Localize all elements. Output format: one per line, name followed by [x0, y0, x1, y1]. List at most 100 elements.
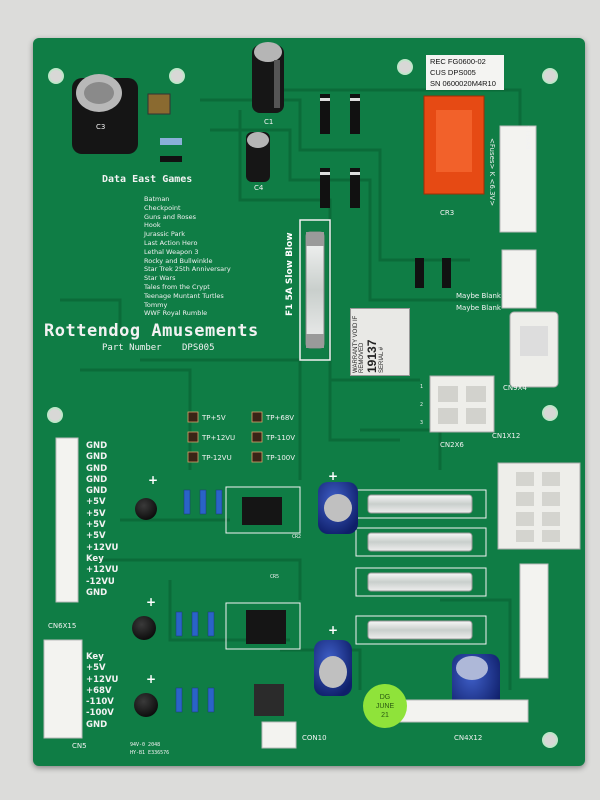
cr3-label: CR3	[440, 209, 455, 217]
cn5-pin-5: -100V	[86, 708, 114, 719]
cn6-pin-0: GND	[86, 441, 108, 451]
connector-upper-right	[501, 249, 537, 309]
game-title-3: Hook	[144, 221, 161, 230]
game-title-13: WWF Royal Rumble	[144, 309, 208, 318]
cn6-pin-9: +12VU	[86, 542, 119, 553]
part-number-label: Part Number	[102, 343, 162, 353]
capacitor-c4	[246, 132, 270, 182]
test-points	[187, 411, 263, 463]
maybe-blank-2: Maybe Blank	[456, 304, 501, 312]
cn6-pin-7: +5V	[86, 520, 106, 531]
game-title-7: Rocky and Bullwinkle	[144, 256, 213, 265]
game-title-2: Guns and Roses	[144, 212, 196, 221]
small-capacitors	[132, 498, 158, 717]
svg-text:+: +	[328, 469, 338, 483]
cn2-pin-1: 1	[420, 384, 424, 390]
fuses-note: <Fuses> K <6.3V>	[488, 138, 496, 207]
svg-text:+: +	[146, 595, 156, 609]
cn6-pin-11: +12VU	[86, 565, 119, 576]
cn5-pin-0: Key	[86, 652, 104, 662]
cn2-pin-2: 2	[420, 402, 424, 408]
cn8-connector	[499, 125, 537, 233]
cn4-header	[397, 699, 529, 723]
capacitor-c3	[72, 74, 138, 154]
cn6-pin-8: +5V	[86, 531, 106, 542]
warranty-serial: 19137	[365, 339, 379, 373]
c4-label: C4	[254, 184, 264, 192]
game-title-4: Jurassic Park	[144, 230, 185, 239]
game-title-0: Batman	[144, 195, 170, 203]
cn6-pin-13: GND	[86, 587, 108, 598]
warranty-text: WARRANTY VOID IF REMOVED	[353, 315, 365, 373]
capacitor-blue-2	[314, 640, 352, 696]
diode	[160, 156, 182, 162]
cr5-label: CR5	[270, 574, 280, 580]
cn5-label: CN5	[72, 742, 87, 750]
cn5-header	[43, 639, 83, 739]
cn6-header	[55, 437, 79, 603]
rectifier-diodes	[320, 94, 451, 288]
cn6-pin-12: -12VU	[86, 576, 115, 587]
game-title-9: Star Wars	[144, 274, 176, 283]
tp68-label: TP+68V	[266, 414, 295, 422]
polarity-marks: +++++	[146, 469, 338, 686]
cn5-pin-4: -110V	[86, 697, 114, 708]
date-line-3: 21	[381, 711, 389, 719]
game-title-5: Last Action Hero	[144, 238, 198, 247]
fuse-label: F1 5A Slow Blow	[285, 232, 295, 316]
serial-text: SERIAL #	[379, 346, 385, 373]
tp100-label: TP-100V	[266, 454, 296, 462]
cn2-pin-3: 3	[420, 420, 424, 426]
maker-text: Data East Games	[102, 174, 193, 185]
cn6-label: CN6X15	[48, 622, 77, 630]
game-title-10: Tales from the Crypt	[144, 282, 210, 291]
cn6-pin-5: +5V	[86, 497, 106, 508]
cr2-label: CR2	[292, 534, 302, 540]
tp5-label: TP+5V	[202, 414, 226, 422]
cn6-pin-10: Key	[86, 553, 104, 564]
c3-label: C3	[96, 123, 106, 131]
cn1-connector	[497, 462, 581, 550]
date-line-1: DG	[379, 693, 391, 701]
cn9-label: CN9X4	[503, 384, 527, 392]
game-title-11: Teenage Muntant Turtles	[144, 291, 224, 300]
cn5-pin-3: +68V	[86, 685, 112, 696]
label-rec: REC FG0600-02	[430, 57, 486, 66]
capacitor-c1	[252, 42, 284, 113]
resistor	[160, 138, 182, 145]
game-title-6: Lethal Weapon 3	[144, 247, 199, 256]
game-title-12: Tommy	[144, 300, 168, 309]
cn6-pin-3: GND	[86, 474, 108, 485]
cn1-label: CN1X12	[492, 432, 521, 440]
main-fuse	[305, 231, 325, 349]
cn6-pin-6: +5V	[86, 508, 106, 519]
cn5-pin-1: +5V	[86, 663, 106, 674]
label-sn: SN 0600020M4R10	[430, 79, 496, 88]
brand-title: Rottendog Amusements	[44, 321, 259, 341]
cn4-label: CN4X12	[454, 734, 483, 742]
maybe-blank-1: Maybe Blank	[456, 292, 501, 300]
date-line-2: JUNE	[375, 702, 395, 710]
warranty-sticker: WARRANTY VOID IF REMOVED 19137 SERIAL #	[350, 308, 410, 376]
regulators	[225, 486, 301, 716]
capacitor-blue-1	[318, 482, 358, 534]
svg-text:+: +	[146, 672, 156, 686]
game-title-8: Star Trek 25th Anniversary	[144, 265, 231, 274]
cn2-label: CN2X6	[440, 441, 464, 449]
cn5-pin-2: +12VU	[86, 674, 119, 685]
cn6-pin-1: GND	[86, 452, 108, 463]
cn6-pin-4: GND	[86, 486, 108, 497]
side-header	[519, 563, 549, 679]
con10-connector	[261, 721, 297, 749]
resistors	[175, 489, 223, 713]
tpm12-label: TP-12VU	[202, 454, 232, 462]
svg-text:+: +	[328, 623, 338, 637]
production-label: REC FG0600-02 CUS DPS005 SN 0600020M4R10	[426, 55, 504, 90]
diode-bands	[320, 98, 360, 175]
cn5-pin-6: GND	[86, 719, 108, 730]
c1-label: C1	[264, 118, 274, 126]
